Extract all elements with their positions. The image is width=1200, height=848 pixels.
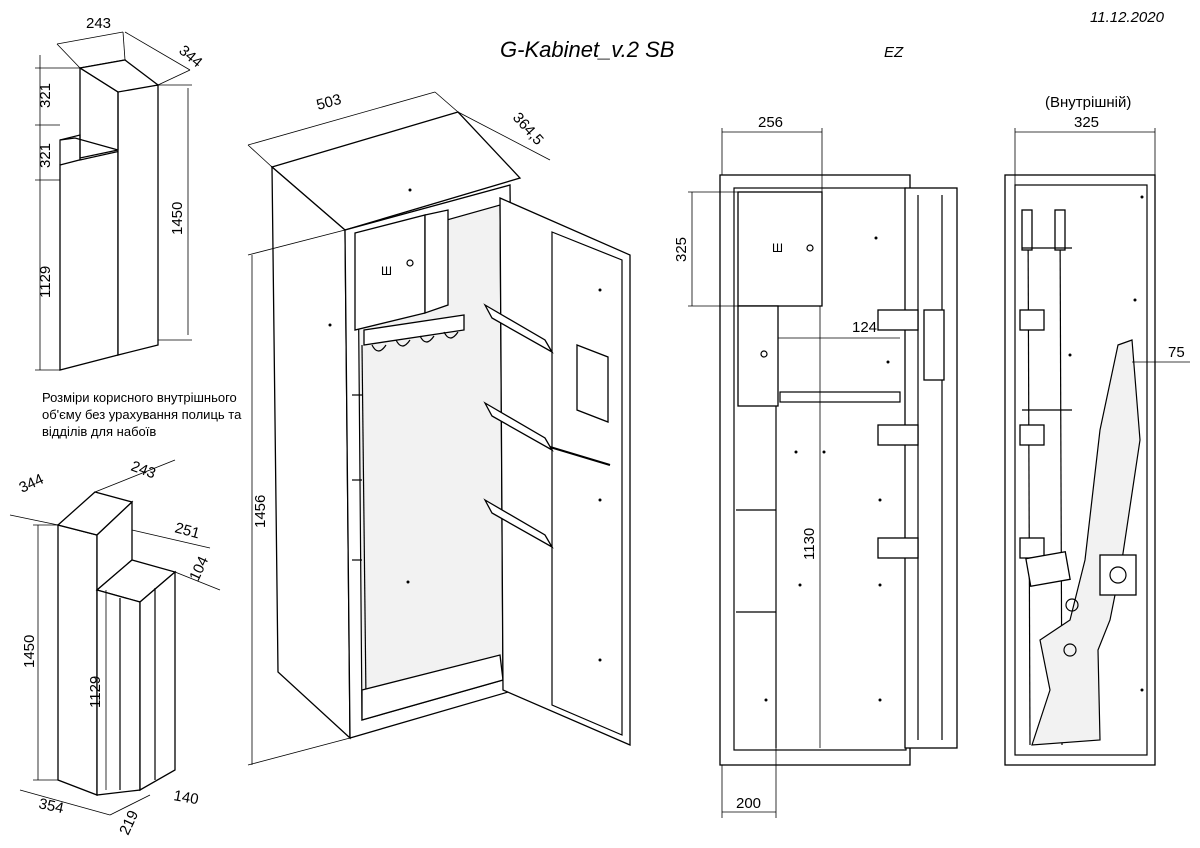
gun-rack [363,314,465,346]
drawing-date: 11.12.2020 [1090,9,1165,26]
cabinet-door [499,197,631,746]
door-lock-box [576,344,609,423]
dim-top-upper-height: 321 [37,83,54,108]
trident-emblem: Ш [381,264,392,278]
front-trident-emblem: Ш [772,241,783,255]
volume-diagram-bottom: 344 243 251 104 1450 1129 354 219 140 [9,458,221,838]
author-initials: EZ [884,44,904,61]
dim-bottom-step-width: 251 [173,519,202,542]
dim-cabinet-height: 1456 [252,495,269,528]
dim-bottom-total-height: 1450 [21,635,38,668]
note-line-1: Розміри корисного внутрішнього [42,390,237,405]
front-safe-lock-icon [806,244,814,252]
side-inner [1014,184,1148,756]
side-view: (Внутрішній) 325 75 [1004,94,1190,766]
drawing-title: G-Kabinet_v.2 SB [500,37,674,62]
dim-bottom-width: 243 [129,458,158,483]
cabinet-left-side [271,165,351,740]
safe-lock-icon [406,259,414,267]
dim-bottom-base-width: 354 [37,795,65,817]
volume-bottom-lower-side [139,570,176,792]
volume-note: Розміри корисного внутрішнього об'єму бе… [42,390,242,439]
rifle-silhouette [1031,339,1141,746]
dim-side-inner-width: 325 [1074,114,1099,131]
volume-top-step-line [59,137,119,151]
rifle-scope [1099,554,1137,596]
volume-bottom-front [57,524,98,796]
volume-top-front-lower [59,149,119,371]
door-shelf-2 [483,401,554,452]
dim-bottom-lower-height: 1129 [87,676,104,708]
dim-top-depth: 344 [175,42,205,71]
volume-top-step [59,134,119,165]
dim-bottom-base-depth: 219 [116,808,142,838]
dim-bottom-step-depth: 104 [186,554,212,584]
front-small-compartment [737,305,779,407]
dim-front-inner-width: 256 [758,114,783,131]
isometric-cabinet: Ш 503 364,5 [247,91,631,766]
gun-rack-slots [371,331,459,352]
dim-cabinet-width: 503 [315,91,344,114]
volume-top-side [117,84,159,356]
front-view: Ш 256 325 124 [673,114,958,818]
dim-top-lower-height: 1129 [37,266,54,298]
dim-front-inner-height: 1130 [801,528,818,560]
dim-side-offset: 75 [1168,344,1185,361]
inner-safe-side [424,209,449,314]
door-shelf-1 [483,303,554,354]
note-line-2: об'єму без урахування полиць та [42,407,242,422]
volume-diagram-top: 243 344 1450 321 321 1129 [35,15,206,371]
door-shelf-3 [483,498,554,549]
front-lock [923,309,945,381]
dim-top-step-height: 321 [37,143,54,168]
dim-top-width: 243 [86,15,111,32]
dim-front-safe-height: 325 [673,237,690,262]
dim-bottom-depth: 344 [17,471,47,497]
dim-top-total-height: 1450 [169,202,186,235]
note-line-3: відділів для набоїв [42,424,156,439]
front-door-edge [904,187,958,749]
front-safe [737,191,823,307]
dim-bottom-base-small: 140 [172,787,200,808]
dim-cabinet-depth: 364,5 [509,109,547,148]
dim-front-small-width: 124 [852,319,877,336]
dim-front-bottom-width: 200 [736,795,761,812]
door-bar [549,446,611,466]
side-view-caption: (Внутрішній) [1045,94,1131,111]
